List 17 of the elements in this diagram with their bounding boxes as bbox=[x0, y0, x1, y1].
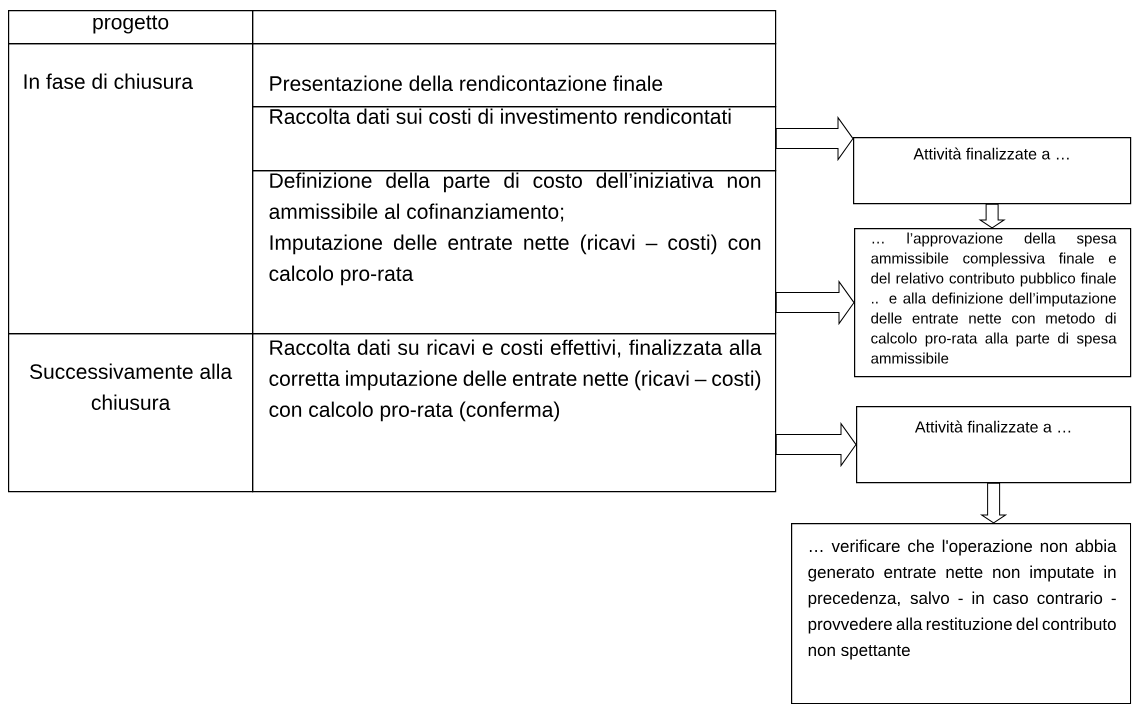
text-box: Attività finalizzate a … bbox=[853, 137, 1132, 205]
table-cell: Definizione della parte di costo dell’iniziativa non ammissibile al cofinanziamento; Imputazione delle entrate nette (ricavi – costi) con calcolo pro-rata bbox=[252, 170, 777, 335]
table-cell: Raccolta dati su ricavi e costi effettivi, finalizzata alla corretta imputazione delle entrate nette (ricavi – costi) con calcolo pro-rata (conferma) bbox=[252, 333, 777, 493]
block-arrow bbox=[981, 482, 1007, 524]
table-cell: Presentazione della rendicontazione finale bbox=[252, 43, 777, 108]
text-box: … l’approvazione della spesa ammissibile complessiva finale e del relativo contributo pubblico finale .. e alla definizione dell’imputazione delle entrate nette con metodo di calcolo pro-rata alla parte di spesa ammissibile bbox=[854, 228, 1132, 378]
text-box: … verificare che l'operazione non abbia generato entrate nette non imputate in precedenza, salvo - in caso contrario - provvedere alla restituzione del contributo non spettante bbox=[791, 523, 1132, 704]
block-arrow bbox=[979, 203, 1005, 229]
block-arrow bbox=[775, 117, 854, 161]
table-cell: progetto bbox=[8, 10, 254, 45]
block-arrow bbox=[775, 281, 855, 325]
table-cell: Raccolta dati sui costi di investimento rendicontati bbox=[252, 106, 777, 172]
block-arrow bbox=[775, 423, 857, 467]
text-box: Attività finalizzate a … bbox=[856, 406, 1132, 484]
table-cell: Successivamente alla chiusura bbox=[8, 333, 254, 493]
table-cell bbox=[252, 10, 777, 45]
table-cell: In fase di chiusura bbox=[8, 43, 254, 335]
